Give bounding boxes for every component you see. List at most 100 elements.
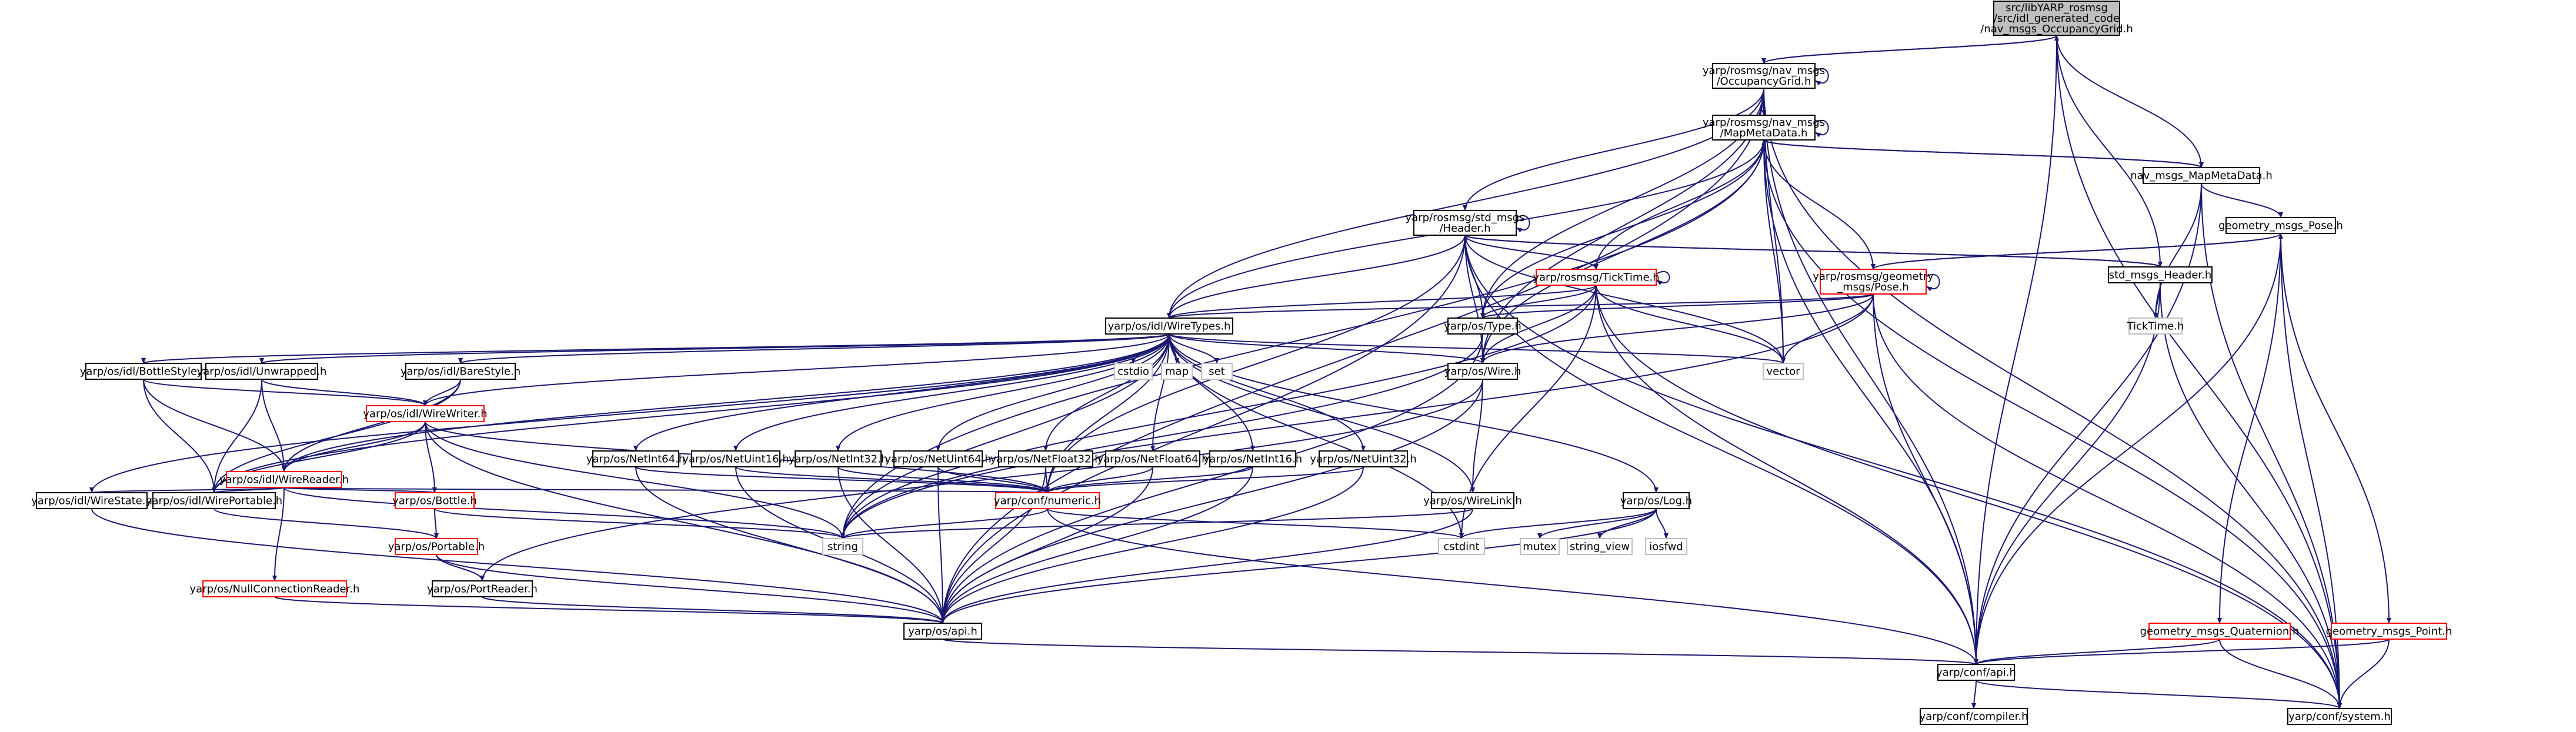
node-gmpose[interactable]: yarp/rosmsg/geometry_msgs/Pose.h [1813, 269, 1934, 295]
node-oswire[interactable]: yarp/os/Wire.h [1444, 363, 1521, 380]
node-box [822, 538, 863, 555]
edge-quaternion-to-confapi [1974, 639, 2220, 665]
node-netuint16[interactable]: yarp/os/NetUint16.h [682, 450, 789, 467]
node-box [1536, 269, 1657, 286]
node-label: geometry_msgs_Pose.h [2218, 220, 2343, 232]
edge-stdheader-to-vector [1464, 235, 1786, 364]
node-netuint64[interactable]: yarp/os/NetUint64.h [885, 450, 992, 467]
node-point[interactable]: geometry_msgs_Point.h [2326, 623, 2452, 640]
node-box [998, 450, 1093, 467]
edge-confnumeric-to-string [840, 508, 1048, 539]
node-label: TickTime.h [2127, 320, 2184, 333]
node-oslog[interactable]: yarp/os/Log.h [1620, 492, 1692, 509]
edge-bottlestyle-to-wirewriter [143, 379, 428, 406]
edge-navmeta-to-mapmeta [1761, 139, 2202, 168]
edge-barestyle-to-wirereader [282, 379, 461, 472]
edge-stdheader-to-ticktime [1464, 235, 1599, 270]
node-wiretypes[interactable]: yarp/os/idl/WireTypes.h [1105, 317, 1233, 335]
node-set: set [1201, 363, 1233, 380]
node-box [1623, 492, 1690, 509]
node-netfloat32[interactable]: yarp/os/NetFloat32.h [990, 450, 1102, 467]
node-netint16[interactable]: yarp/os/NetInt16.h [1203, 450, 1302, 467]
node-string: string [822, 538, 863, 555]
edge-gmpose-to-vector [1781, 293, 1874, 364]
node-wireportable[interactable]: yarp/os/idl/WirePortable.h [146, 492, 282, 509]
node-label: yarp/rosmsg/geometry [1813, 270, 1934, 283]
node-cstdint: cstdint [1438, 538, 1485, 555]
node-nullconn[interactable]: yarp/os/NullConnectionReader.h [190, 580, 360, 597]
node-portreader[interactable]: yarp/os/PortReader.h [427, 580, 538, 597]
edge-confapi-to-compiler [1971, 680, 1977, 709]
node-wirereader[interactable]: yarp/os/idl/WireReader.h [219, 471, 349, 488]
edge-geopose-to-point [2280, 233, 2391, 624]
node-quaternion[interactable]: geometry_msgs_Quaternion.h [2140, 623, 2300, 640]
edge-mapmeta-to-gmpose [1763, 139, 1876, 270]
node-unwrapped[interactable]: yarp/os/idl/Unwrapped.h [197, 363, 327, 380]
node-mutex: mutex [1520, 538, 1560, 555]
edge-wiretypes-to-barestyle [458, 333, 1170, 364]
node-box [205, 363, 318, 380]
node-ostype[interactable]: yarp/os/Type.h [1444, 317, 1521, 335]
node-barestyle[interactable]: yarp/os/idl/BareStyle.h [401, 363, 520, 380]
node-portable[interactable]: yarp/os/Portable.h [388, 538, 485, 555]
node-label: yarp/os/NetInt64.h [586, 453, 685, 466]
edge-gmpose-to-geopose [1873, 233, 2283, 270]
edge-wiretypes-to-wirelink [1169, 333, 1475, 493]
edge-gmpose-to-gmpose [1926, 273, 1940, 292]
node-netuint32[interactable]: yarp/os/NetUint32.h [1310, 450, 1417, 467]
node-box [1520, 538, 1560, 555]
node-geopose[interactable]: geometry_msgs_Pose.h [2218, 217, 2343, 234]
node-bottle[interactable]: yarp/os/Bottle.h [392, 492, 477, 509]
node-label: _msgs/Pose.h [1837, 281, 1909, 293]
node-confnumeric[interactable]: yarp/conf/numeric.h [994, 492, 1101, 509]
node-label: yarp/os/NetInt16.h [1203, 453, 1302, 466]
edge-netint64-to-confnumeric [635, 466, 1050, 493]
node-confapi[interactable]: yarp/conf/api.h [1936, 664, 2016, 681]
node-compiler[interactable]: yarp/conf/compiler.h [1919, 708, 2028, 725]
edge-navmeta-to-confapi [1974, 183, 2202, 665]
edge-root-to-system [2056, 35, 2342, 709]
edge-wiretypes-to-netint64 [633, 333, 1170, 452]
node-netfloat64[interactable]: yarp/os/NetFloat64.h [1097, 450, 1209, 467]
edge-stdheader-to-confapi [1464, 235, 1978, 665]
node-box [395, 538, 478, 555]
node-system[interactable]: yarp/conf/system.h [2287, 708, 2392, 725]
edge-wirereader-to-nullconn [272, 487, 285, 581]
edge-root-to-stdmsgheader [2056, 35, 2163, 268]
node-ticktime[interactable]: yarp/rosmsg/TickTime.h [1533, 269, 1660, 286]
node-box [226, 471, 342, 488]
node-label: yarp/conf/api.h [1936, 667, 2016, 679]
node-netint32[interactable]: yarp/os/NetInt32.h [789, 450, 887, 467]
node-label: /src/idl_generated_code [1994, 12, 2120, 25]
node-label: yarp/os/PortReader.h [427, 583, 538, 596]
edge-netint64-to-osapi [635, 466, 945, 624]
node-wirelink[interactable]: yarp/os/WireLink.h [1423, 492, 1522, 509]
node-netint64[interactable]: yarp/os/NetInt64.h [586, 450, 685, 467]
node-bottlestyle[interactable]: yarp/os/idl/BottleStyle.h [80, 363, 207, 380]
node-box [1319, 450, 1408, 467]
edge-netuint64-to-osapi [937, 466, 945, 624]
node-label: yarp/os/idl/BareStyle.h [401, 366, 520, 378]
node-mapmeta[interactable]: yarp/rosmsg/nav_msgs/MapMetaData.h [1703, 115, 1825, 141]
edge-confapi-to-system [1976, 680, 2342, 709]
node-wirewriter[interactable]: yarp/os/idl/WireWriter.h [363, 405, 488, 422]
node-stdmsgheader[interactable]: std_msgs_Header.h [2108, 266, 2213, 283]
node-wirestate[interactable]: yarp/os/idl/WireState.h [31, 492, 152, 509]
node-label: yarp/os/NetUint32.h [1310, 453, 1416, 466]
node-label: yarp/os/Log.h [1620, 495, 1692, 507]
edge-oswire-to-portreader [480, 379, 1483, 581]
node-label: yarp/os/idl/WireWriter.h [363, 408, 487, 420]
edge-point-to-confapi [1974, 639, 2390, 665]
node-label: cstdio [1117, 366, 1149, 378]
edge-netfloat64-to-osapi [940, 466, 1153, 624]
node-occgrid[interactable]: yarp/rosmsg/nav_msgs/OccupancyGrid.h [1703, 63, 1825, 89]
node-box [1209, 450, 1296, 467]
edge-bottle-to-portable [433, 508, 439, 539]
node-label: yarp/os/idl/Unwrapped.h [197, 366, 327, 378]
node-osapi[interactable]: yarp/os/api.h [903, 623, 982, 640]
edge-bottlestyle-to-wirereader [143, 379, 286, 472]
node-navmeta[interactable]: nav_msgs_MapMetaData.h [2130, 167, 2273, 184]
edge-ticktime-to-oswire [1480, 285, 1597, 364]
node-stdheader[interactable]: yarp/rosmsg/std_msgs/Header.h [1406, 210, 1525, 236]
node-label: /nav_msgs_OccupancyGrid.h [1980, 23, 2133, 35]
